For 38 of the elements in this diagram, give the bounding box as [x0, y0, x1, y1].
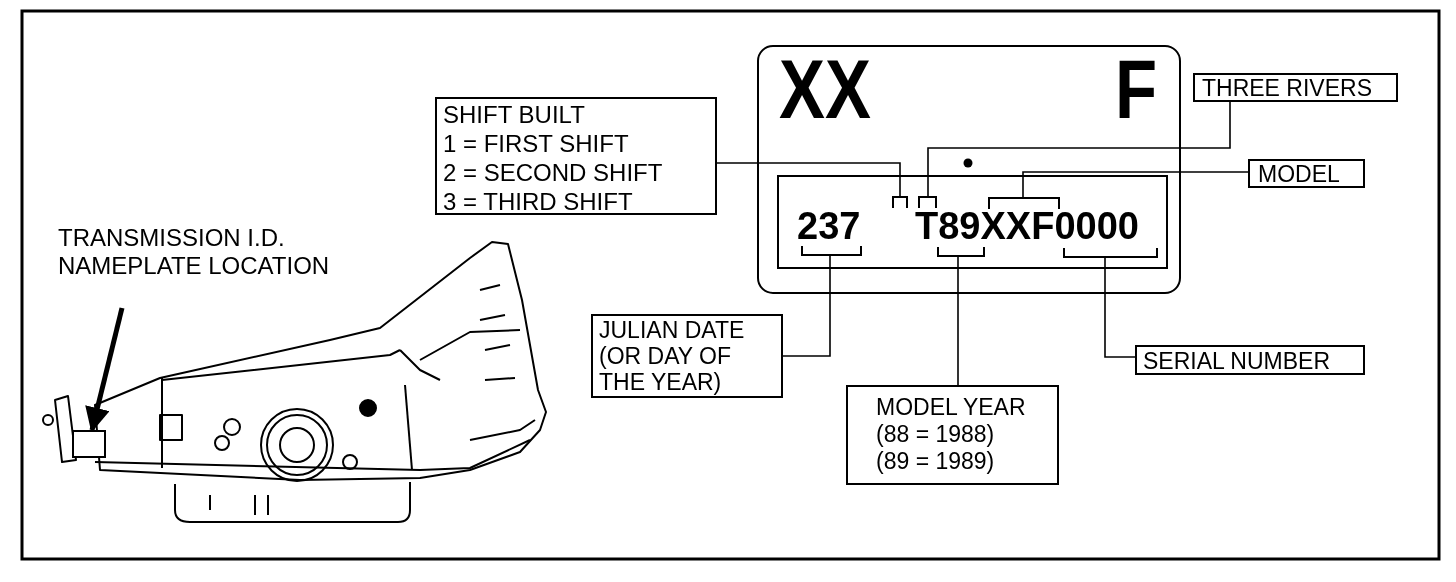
- callout-label: 3 = THIRD SHIFT: [443, 187, 634, 216]
- callout-label: 1 = FIRST SHIFT: [443, 129, 630, 158]
- callout-label: MODEL YEAR: [876, 394, 1027, 421]
- bracket: [892, 196, 908, 208]
- serial-code-text: T89XXF0000: [915, 207, 1139, 245]
- callout-box: [1193, 73, 1398, 102]
- bracket: [988, 197, 1060, 209]
- callout-label: MODEL: [1258, 162, 1341, 187]
- callout-box: [591, 314, 783, 398]
- plate-code-text: XX: [779, 47, 871, 131]
- callout-label: JULIAN DATE (OR DAY OF THE YEAR): [599, 317, 746, 395]
- nameplate-marker: [72, 430, 106, 458]
- callout-box: [435, 97, 717, 215]
- callout-label: 2 = SECOND SHIFT: [443, 158, 664, 187]
- callout-label: THREE RIVERS: [1202, 76, 1373, 101]
- plate-letter-text: F: [1115, 47, 1158, 131]
- leader-line: [1104, 257, 1136, 358]
- leader-line: [957, 256, 959, 386]
- leader-arrow: [85, 307, 125, 433]
- callout-box: [1135, 345, 1365, 375]
- nameplate: [757, 45, 1181, 294]
- callout-box: [846, 385, 1059, 485]
- bracket: [918, 196, 937, 208]
- code-box: [777, 175, 1168, 269]
- leader-line: [927, 101, 1231, 197]
- leader-line: [716, 162, 901, 197]
- callout-label: TRANSMISSION I.D. NAMEPLATE LOCATION: [58, 224, 331, 280]
- callout-heading: SHIFT BUILT: [443, 100, 586, 129]
- bracket: [937, 247, 985, 257]
- leader-line: [1022, 171, 1249, 198]
- callout-label: (88 = 1988): [876, 421, 996, 448]
- bracket: [801, 246, 862, 256]
- callout-label: SERIAL NUMBER: [1143, 348, 1332, 374]
- date-code-text: 237: [797, 207, 861, 245]
- callout-box: [1248, 159, 1365, 188]
- bracket: [1063, 248, 1158, 258]
- leader-line: [782, 255, 831, 357]
- callout-label: (89 = 1989): [876, 448, 996, 475]
